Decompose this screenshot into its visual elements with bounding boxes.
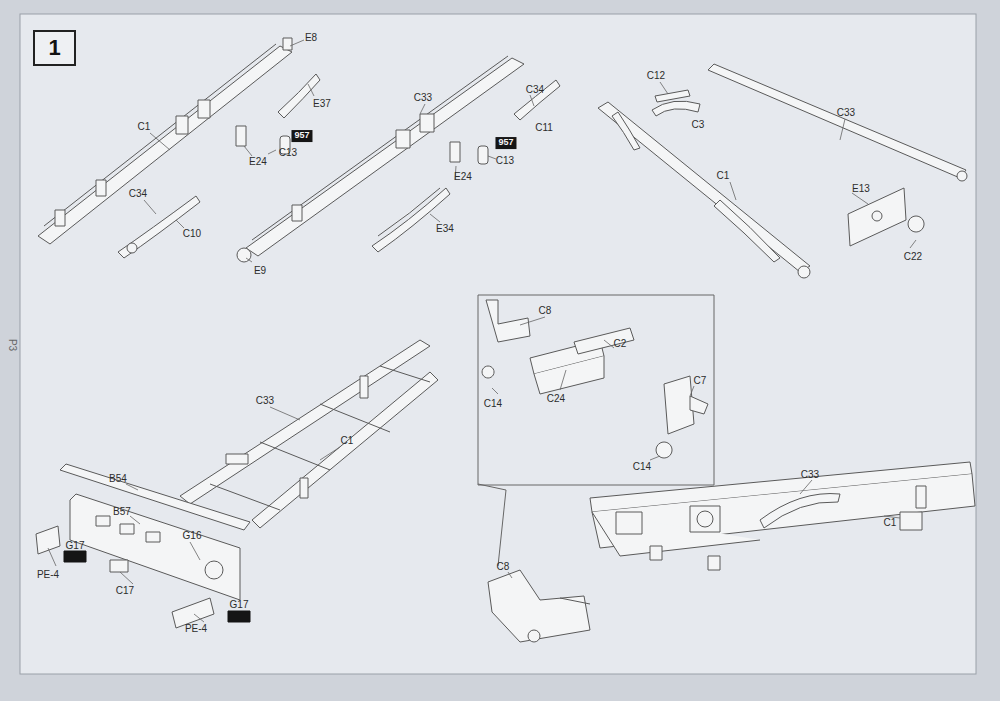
part-number: PE-4 (36, 569, 60, 580)
chassis-detail (488, 462, 975, 642)
part-number: C33 (255, 395, 275, 406)
chassis-bumper (36, 340, 438, 628)
sheet (20, 14, 976, 674)
part-number: E13 (851, 183, 871, 194)
part-number: C33 (800, 469, 820, 480)
paint-code: 957 (291, 130, 312, 142)
part-number: C1 (883, 517, 898, 528)
part-number: C1 (716, 170, 731, 181)
part-number: G16 (182, 530, 203, 541)
part-number: G17 (229, 599, 250, 610)
part-number: C3 (691, 119, 706, 130)
part-number: E34 (435, 223, 455, 234)
part-number: C17 (115, 585, 135, 596)
part-number: PE-4 (184, 623, 208, 634)
part-number: C14 (632, 461, 652, 472)
part-number: C24 (546, 393, 566, 404)
page-number: P3 (7, 338, 18, 352)
part-number: C11 (534, 122, 554, 133)
step-number: 1 (48, 35, 60, 61)
part-number: C8 (538, 305, 553, 316)
part-number: B57 (112, 506, 132, 517)
part-number: C10 (182, 228, 202, 239)
step-box: 1 (33, 30, 76, 66)
part-number: C14 (483, 398, 503, 409)
part-number: C13 (278, 147, 298, 158)
part-number: C13 (495, 155, 515, 166)
part-number: C8 (496, 561, 511, 572)
part-number: C22 (903, 251, 923, 262)
inset-frame (478, 295, 714, 566)
part-number: C2 (613, 338, 628, 349)
part-number: C34 (128, 188, 148, 199)
part-number: E8 (304, 32, 318, 43)
part-number: G17 (65, 540, 86, 551)
part-number: E37 (312, 98, 332, 109)
leader-lines (48, 40, 916, 622)
paint-code: 957 (495, 137, 516, 149)
part-number: C34 (525, 84, 545, 95)
part-number: E9 (253, 265, 267, 276)
part-number: C33 (836, 107, 856, 118)
part-number: C1 (340, 435, 355, 446)
part-number: E24 (453, 171, 473, 182)
part-number: C33 (413, 92, 433, 103)
part-number: C1 (137, 121, 152, 132)
part-number: C12 (646, 70, 666, 81)
frame-rail (237, 56, 560, 262)
part-number: B54 (108, 473, 128, 484)
frame-pair (598, 64, 967, 278)
part-number: C7 (693, 375, 708, 386)
part-number: E24 (248, 156, 268, 167)
